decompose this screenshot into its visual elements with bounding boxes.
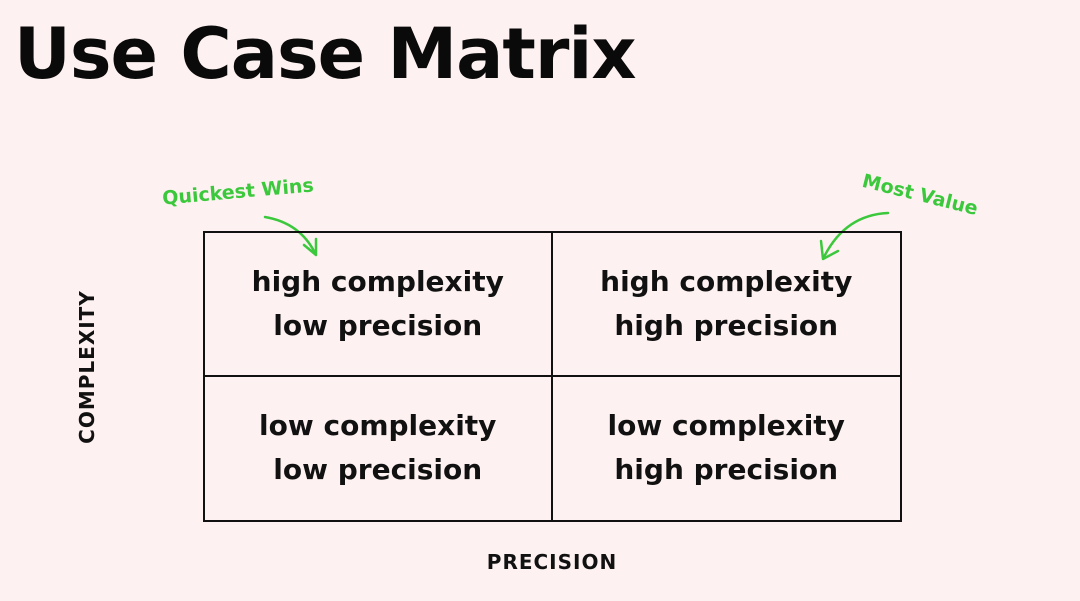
quadrant-low-complexity-low-precision: low complexity low precision bbox=[205, 376, 553, 520]
quadrant-label-line1: low complexity bbox=[259, 409, 497, 443]
page-title: Use Case Matrix bbox=[14, 13, 636, 95]
quadrant-label-line2: low precision bbox=[273, 453, 483, 487]
x-axis-label: PRECISION bbox=[486, 550, 618, 574]
y-axis-label: COMPLEXITY bbox=[75, 290, 99, 444]
quadrant-label-line2: low precision bbox=[273, 308, 483, 342]
quickest-wins-arrow-icon bbox=[263, 215, 318, 257]
quadrant-label-line1: low complexity bbox=[607, 409, 845, 443]
quadrant-label-line1: high complexity bbox=[251, 264, 504, 298]
quadrant-label-line2: high precision bbox=[614, 308, 839, 342]
quadrant-high-complexity-high-precision: high complexity high precision bbox=[552, 233, 900, 377]
quadrant-high-complexity-low-precision: high complexity low precision bbox=[205, 233, 553, 377]
quadrant-label-line2: high precision bbox=[614, 453, 839, 487]
quadrant-label-line1: high complexity bbox=[600, 264, 853, 298]
most-value-arrow-icon bbox=[819, 211, 890, 261]
use-case-matrix: high complexity low precision high compl… bbox=[203, 231, 902, 522]
quadrant-low-complexity-high-precision: low complexity high precision bbox=[553, 377, 901, 521]
